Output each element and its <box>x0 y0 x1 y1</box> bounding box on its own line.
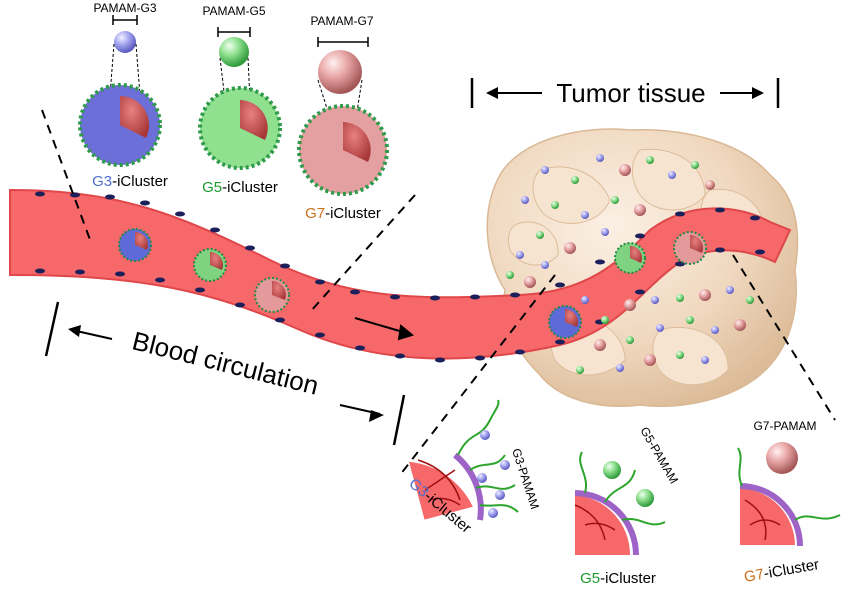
label-g7-iCluster: G7-iCluster <box>305 205 381 222</box>
label-g7-pamam-detail: G7-PAMAM <box>753 419 816 433</box>
tumor-tissue-label: Tumor tissue <box>470 78 780 108</box>
g7-pamam-sphere <box>318 50 362 94</box>
detail-g3: G3-PAMAM G3-iCluster <box>405 399 542 537</box>
tumor-tissue-text: Tumor tissue <box>556 78 705 108</box>
label-g5-iCluster: G5-iCluster <box>202 179 278 196</box>
label-g5-iCluster-detail: G5-iCluster <box>580 570 656 587</box>
top-g7-group <box>297 37 389 196</box>
vessel-cluster-g5-right <box>614 242 646 274</box>
g3-pamam-sphere <box>114 31 136 53</box>
blood-circulation-text: Blood circulation <box>129 325 321 400</box>
vessel-cluster-g3 <box>118 228 152 262</box>
label-g7-iCluster-detail: G7-iCluster <box>743 556 821 586</box>
label-pamam-g5: PAMAM-G5 <box>202 4 265 18</box>
tumor-particles <box>506 154 754 374</box>
guide-lines <box>41 109 836 476</box>
top-g5-group <box>198 27 282 170</box>
vessel-cluster-g3-right <box>548 305 582 339</box>
flow-arrow <box>354 317 415 341</box>
detail-g7: G7-PAMAM G7-iCluster <box>737 419 841 586</box>
label-g3-iCluster: G3-iCluster <box>92 173 168 190</box>
label-g3-pamam-detail: G3-PAMAM <box>509 447 542 511</box>
top-g3-group <box>78 15 162 167</box>
label-pamam-g3: PAMAM-G3 <box>93 1 156 15</box>
g5-pamam-sphere <box>219 37 249 67</box>
vessel-cluster-g7-right <box>673 231 707 265</box>
vessel-cluster-g7 <box>254 277 290 313</box>
blood-vessel <box>9 188 792 363</box>
label-pamam-g7: PAMAM-G7 <box>310 14 373 28</box>
label-g5-pamam-detail: G5-PAMAM <box>637 425 681 487</box>
detail-g5: G5-PAMAM G5-iCluster <box>574 425 681 587</box>
vessel-cluster-g5 <box>193 248 227 282</box>
